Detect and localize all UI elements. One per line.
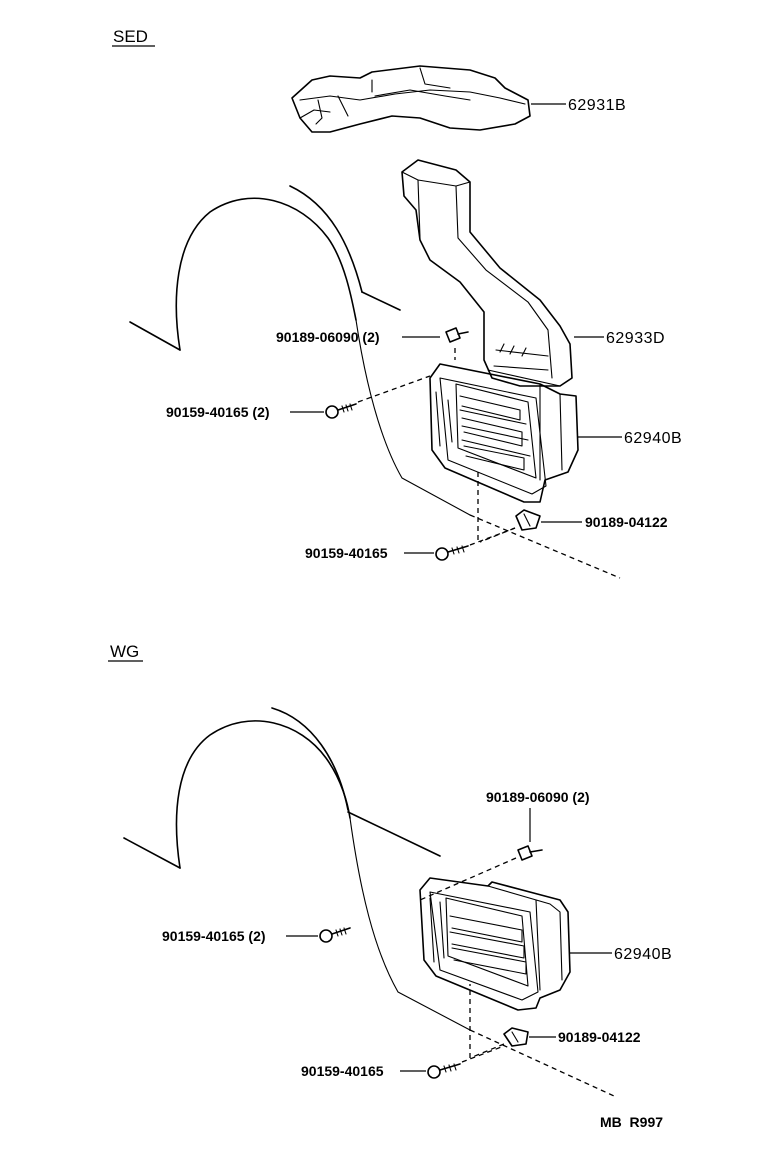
label-screw-left-sed: 90159-40165 (2): [166, 404, 270, 420]
label-screw-bottom-sed: 90159-40165: [305, 545, 388, 561]
screw-bottom-sed-drawing: [435, 470, 516, 561]
label-clip-sed: 90189-04122: [585, 514, 668, 530]
sed-section: SED 62931B 62933D: [112, 27, 682, 579]
duct-62931b-drawing: [291, 65, 531, 133]
label-screw-left-wg: 90159-40165 (2): [162, 928, 266, 944]
screw-left-wg-drawing: [319, 927, 351, 943]
label-clip-wg: 90189-04122: [558, 1029, 641, 1045]
label-screw-bottom-wg: 90159-40165: [301, 1063, 384, 1079]
duct-62933d-drawing: [401, 159, 573, 387]
footer-code: MB R997: [600, 1114, 663, 1130]
label-62931b: 62931B: [568, 97, 626, 114]
label-bolt-top-sed: 90189-06090 (2): [276, 329, 380, 345]
bolt-top-wg-drawing: [419, 845, 543, 901]
bolt-top-sed-drawing: [445, 327, 469, 360]
wg-section: WG 62940B: [108, 642, 672, 1097]
wg-fender-outline: [123, 707, 615, 1097]
sed-fender-outline: [129, 185, 621, 579]
label-62940b-wg: 62940B: [614, 946, 672, 963]
sed-title: SED: [113, 27, 148, 46]
clip-wg-drawing: [469, 1027, 529, 1059]
outlet-62940b-wg-drawing: [419, 877, 571, 1011]
label-62933d: 62933D: [606, 330, 665, 347]
wg-title: WG: [110, 642, 139, 661]
screw-bottom-wg-drawing: [427, 984, 505, 1079]
outlet-62940b-drawing: [429, 363, 579, 503]
label-62940b-sed: 62940B: [624, 430, 682, 447]
screw-left-sed-drawing: [325, 375, 431, 419]
label-bolt-top-wg: 90189-06090 (2): [486, 789, 590, 805]
